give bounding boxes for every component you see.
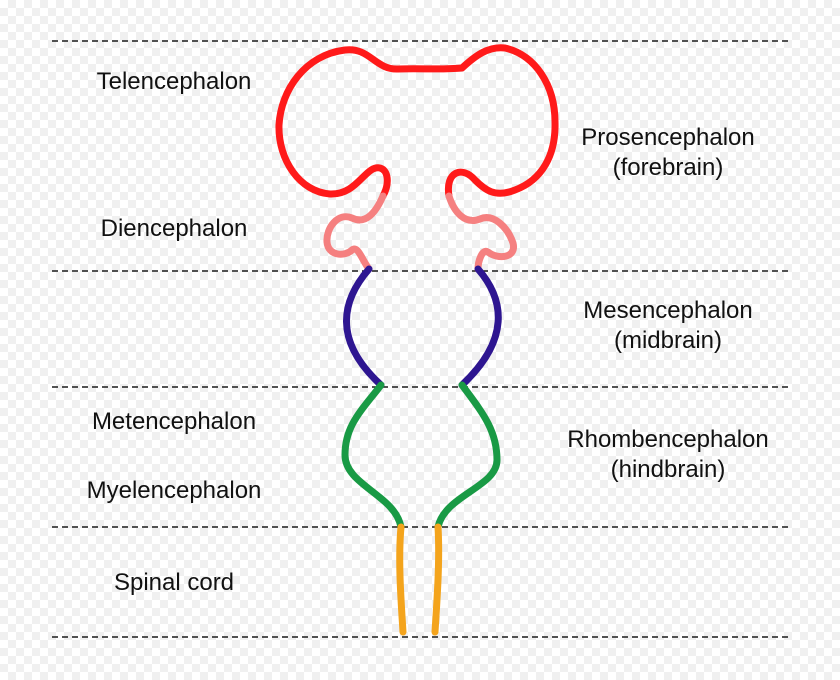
label-myelencephalon: Myelencephalon: [86, 477, 262, 504]
rhombencephalon-right: [434, 381, 501, 531]
mesencephalon-left: [343, 265, 385, 389]
rhombencephalon-name: Rhombencephalon: [567, 426, 769, 453]
telencephalon-outline: [275, 44, 559, 200]
spinal-cord-left: [396, 523, 407, 636]
label-diencephalon: Diencephalon: [100, 215, 248, 242]
prosencephalon-common-name: (forebrain): [612, 154, 724, 181]
label-spinal-cord: Spinal cord: [113, 569, 235, 596]
diencephalon-right: [445, 192, 517, 273]
label-telencephalon: Telencephalon: [96, 68, 252, 95]
prosencephalon-name: Prosencephalon: [581, 124, 755, 151]
mesencephalon-name: Mesencephalon: [583, 297, 753, 324]
rhombencephalon-left: [341, 381, 405, 531]
label-prosencephalon: Prosencephalon (forebrain): [581, 123, 754, 183]
label-rhombencephalon: Rhombencephalon (hindbrain): [567, 425, 768, 485]
label-metencephalon: Metencephalon: [91, 408, 257, 435]
rhombencephalon-common-name: (hindbrain): [610, 456, 726, 483]
diencephalon-left: [323, 192, 387, 273]
spinal-cord-right: [431, 523, 443, 636]
mesencephalon-right: [458, 265, 502, 389]
mesencephalon-common-name: (midbrain): [613, 327, 723, 354]
label-mesencephalon: Mesencephalon (midbrain): [583, 296, 752, 356]
